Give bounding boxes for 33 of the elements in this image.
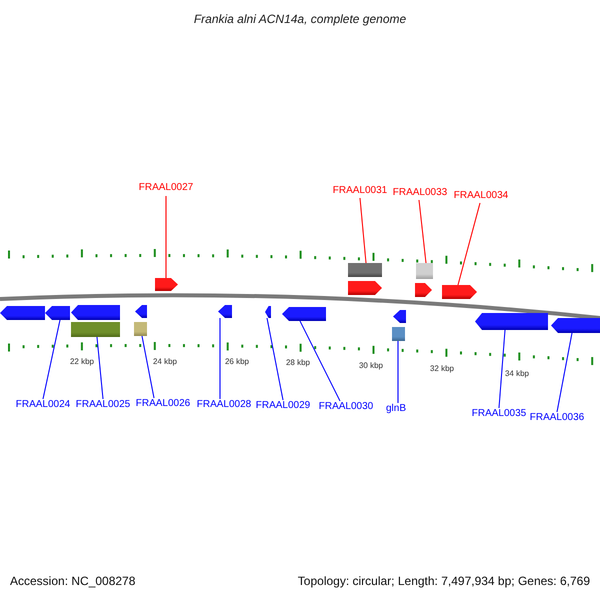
gene-label: FRAAL0035 <box>472 408 526 420</box>
gene-label: FRAAL0025 <box>76 399 130 411</box>
scale-label: 28 kbp <box>286 358 310 368</box>
leader-line <box>556 332 572 412</box>
leader-line <box>142 336 154 398</box>
gene-label: FRAAL0024 <box>16 399 70 411</box>
gene-label: FRAAL0026 <box>136 398 190 410</box>
map-title: Frankia alni ACN14a, complete genome <box>192 11 408 28</box>
scale-label: 32 kbp <box>430 364 454 374</box>
leader-line <box>96 336 104 400</box>
leader-line <box>266 318 284 400</box>
leader-line <box>458 202 480 286</box>
scale-label: 24 kbp <box>152 357 178 367</box>
leader-line <box>360 198 366 264</box>
scale-label: 30 kbp <box>358 361 384 371</box>
scale-label: 22 kbp <box>70 357 94 367</box>
gene-label: FRAAL0027 <box>138 182 194 194</box>
scale-label: 34 kbp <box>504 369 530 379</box>
gene-label: FRAAL0033 <box>392 187 448 199</box>
gene-label: FRAAL0029 <box>256 400 310 412</box>
gene-label: FRAAL0036 <box>530 412 584 424</box>
scale-label: 26 kbp <box>224 357 250 367</box>
gene-label: FRAAL0028 <box>196 399 252 411</box>
gene-label: FRAAL0031 <box>332 185 388 197</box>
gene-label: FRAAL0034 <box>454 190 508 202</box>
leader-line <box>498 330 506 408</box>
genome-info-text: Topology: circular; Length: 7,497,934 bp; Genes: 6,769 <box>298 574 590 588</box>
gene-label: glnB <box>386 403 406 415</box>
leader-line <box>418 200 426 264</box>
accession-text: Accession: NC_008278 <box>10 574 136 588</box>
leader-line <box>300 320 340 402</box>
gene-label: FRAAL0030 <box>318 401 374 413</box>
leader-line <box>42 320 60 400</box>
